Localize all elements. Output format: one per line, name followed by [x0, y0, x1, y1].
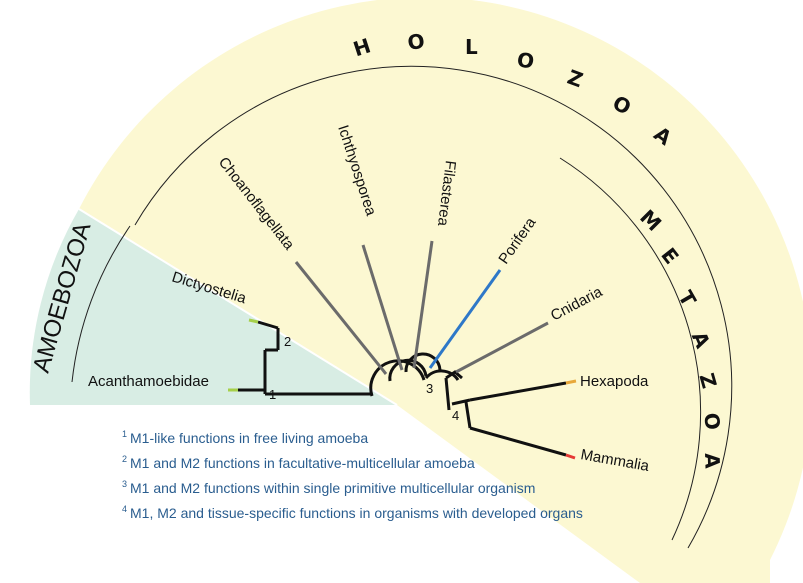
- branch: [469, 426, 567, 457]
- node-number-1: 1: [269, 387, 276, 402]
- branch: [445, 370, 463, 380]
- holozoa-letter: H: [350, 33, 373, 61]
- amoebozoa-arc: [71, 225, 131, 383]
- branch-hexapoda: [565, 379, 577, 385]
- branch: [424, 369, 460, 381]
- legend-text: M1 and M2 functions within single primit…: [130, 480, 536, 496]
- branch-mammalia: [565, 453, 576, 460]
- branch: [469, 381, 567, 402]
- branch-dictyostelia: [248, 318, 259, 324]
- branch: [451, 398, 471, 406]
- branch: [257, 320, 279, 330]
- holozoa-letter: O: [406, 29, 427, 55]
- branch: [404, 352, 442, 373]
- branch: [388, 358, 428, 382]
- metazoa-letter: O: [699, 411, 725, 431]
- holozoa-letter: O: [515, 47, 536, 74]
- branch: [369, 359, 426, 397]
- branch-porifera: [428, 269, 502, 369]
- holozoa-arc: [134, 65, 733, 549]
- legend-text: M1, M2 and tissue-specific functions in …: [130, 505, 583, 521]
- branch-cnidaria: [455, 321, 549, 374]
- legend-number: 3: [122, 479, 128, 489]
- metazoa-arc: [559, 157, 702, 541]
- branch: [444, 377, 451, 411]
- legend-number: 2: [122, 454, 128, 464]
- metazoa-letter: A: [700, 453, 725, 470]
- node-number-4: 4: [452, 408, 459, 423]
- legend-number: 1: [122, 429, 128, 439]
- metazoa-letter: Z: [694, 370, 721, 391]
- branch-choanoflagellata: [294, 261, 388, 375]
- tree-branches: [228, 240, 577, 460]
- band-separator: [78, 208, 398, 406]
- legend-text: M1 and M2 functions in facultative-multi…: [130, 455, 475, 471]
- amoebozoa-region: [29, 209, 398, 405]
- holozoa-letter: L: [465, 35, 478, 59]
- taxon-label-hexapoda: Hexapoda: [580, 373, 649, 390]
- node-number-2: 2: [284, 334, 291, 349]
- legend-text: M1-like functions in free living amoeba: [130, 430, 369, 446]
- node-number-3: 3: [426, 381, 433, 396]
- branch: [464, 401, 472, 429]
- legend-number: 4: [122, 504, 128, 514]
- branch-ichthyosporea: [361, 244, 404, 371]
- branch-filasterea: [412, 240, 434, 369]
- taxon-label-acanthamoebidae: Acanthamoebidae: [88, 373, 209, 390]
